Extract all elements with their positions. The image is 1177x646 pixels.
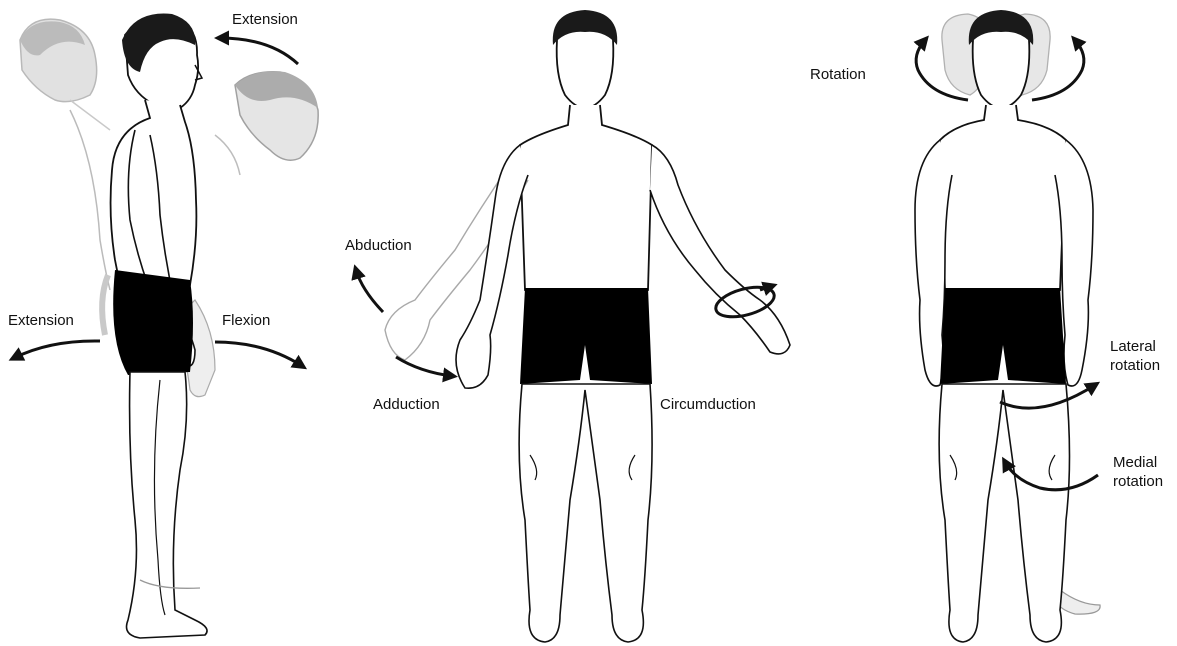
label-abduction: Abduction	[345, 236, 412, 255]
ghost-head-extension	[20, 19, 110, 130]
arrow-abduction	[356, 270, 383, 312]
front-torso	[520, 105, 652, 290]
arrow-hip-extension	[14, 341, 100, 358]
side-head	[122, 14, 202, 110]
label-extension-hip: Extension	[8, 311, 74, 330]
hip-shading	[102, 275, 108, 335]
arrow-head-extension	[220, 38, 298, 64]
rotation-shorts	[940, 288, 1066, 384]
side-legs	[127, 372, 208, 638]
rotation-torso	[940, 105, 1066, 290]
front-arm-right	[650, 145, 790, 354]
label-medial-rotation-1: Medial	[1113, 453, 1157, 472]
front-legs	[519, 384, 652, 642]
label-lateral-rotation-1: Lateral	[1110, 337, 1156, 356]
side-shorts	[113, 270, 193, 375]
label-rotation: Rotation	[810, 65, 866, 84]
label-adduction: Adduction	[373, 395, 440, 414]
rotation-figure	[915, 10, 1100, 642]
front-shorts	[520, 288, 652, 384]
label-extension-head: Extension	[232, 10, 298, 29]
label-lateral-rotation-2: rotation	[1110, 356, 1160, 375]
arrow-hip-flexion	[215, 342, 302, 366]
ghost-head-flexion	[215, 71, 318, 175]
label-circumduction: Circumduction	[660, 395, 756, 414]
rotation-legs	[939, 384, 1069, 642]
ghost-torso	[70, 110, 110, 290]
label-medial-rotation-2: rotation	[1113, 472, 1163, 491]
front-view-figure	[385, 10, 790, 642]
label-flexion: Flexion	[222, 311, 270, 330]
